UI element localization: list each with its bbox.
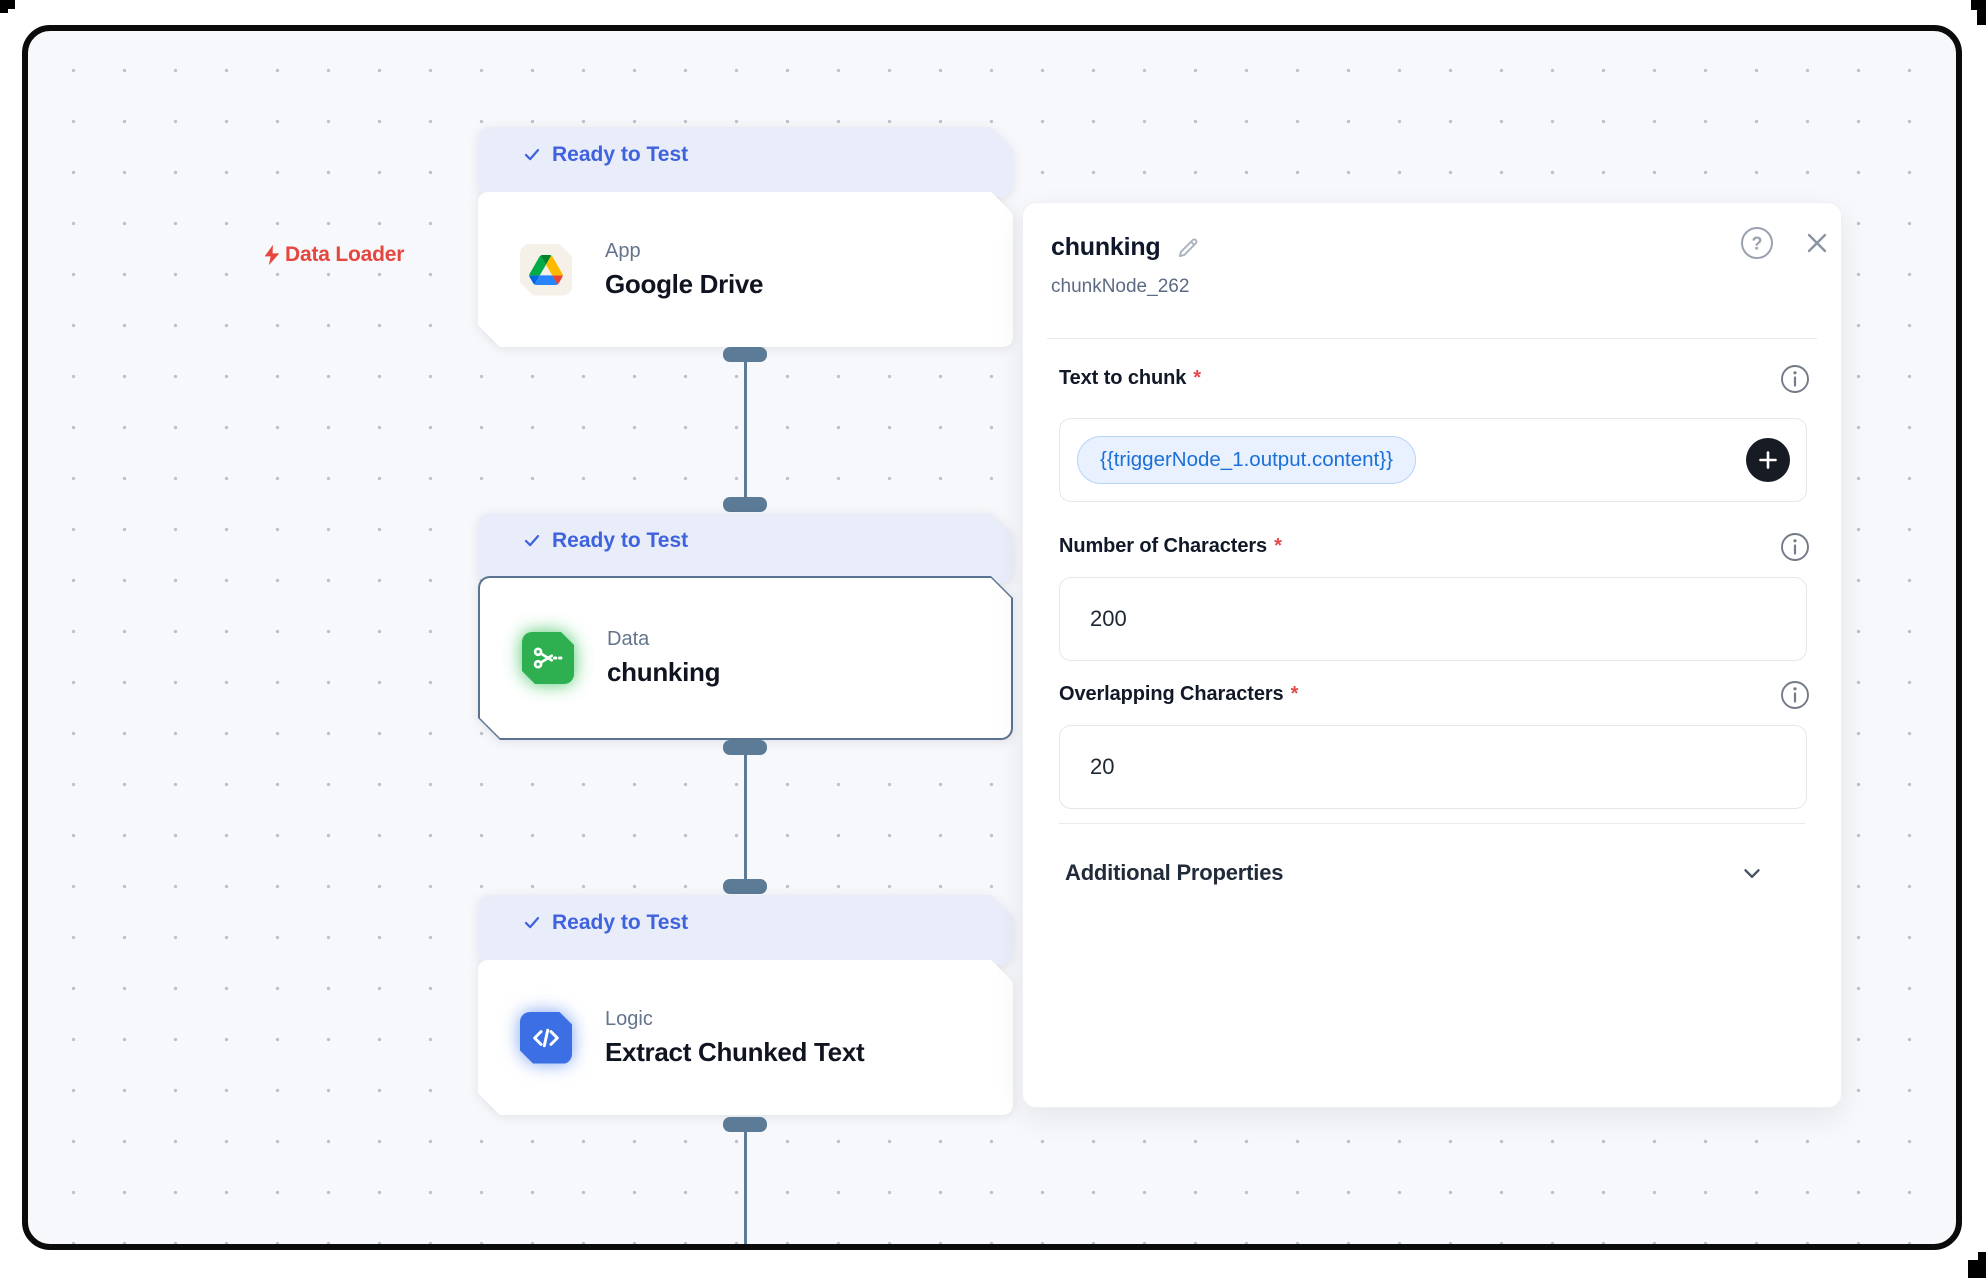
connector-1	[721, 347, 769, 513]
field-label-overlapping-characters: Overlapping Characters	[1059, 683, 1284, 705]
variable-pill[interactable]: {{triggerNode_1.output.content}}	[1077, 436, 1416, 484]
connection-line	[743, 355, 747, 506]
info-icon	[1781, 533, 1809, 561]
add-variable-button[interactable]	[1746, 438, 1790, 482]
plus-icon	[1759, 451, 1777, 469]
overlapping-characters-value: 20	[1090, 754, 1115, 779]
crop-mark-top-right	[1971, 0, 1986, 25]
connector-2	[721, 740, 769, 895]
status-badge-label: Ready to Test	[552, 911, 689, 934]
number-of-characters-value: 200	[1090, 606, 1127, 631]
status-badge-label: Ready to Test	[552, 143, 689, 166]
pencil-icon	[1178, 238, 1197, 257]
additional-properties-toggle[interactable]: Additional Properties	[1065, 851, 1805, 895]
required-asterisk: *	[1193, 367, 1202, 389]
node-chunking: Ready to Test	[478, 513, 1013, 743]
field-label-number-of-characters: Number of Characters	[1059, 535, 1268, 557]
lightning-icon	[264, 244, 280, 266]
connection-handle-target[interactable]	[723, 497, 767, 512]
group-label-text: Data Loader	[285, 243, 405, 266]
workflow-canvas: Data Loader Ready to Test	[22, 25, 1962, 1250]
connection-handle-source[interactable]	[723, 740, 767, 755]
group-label-data-loader: Data Loader	[261, 243, 404, 267]
info-icon	[1781, 365, 1809, 393]
panel-divider	[1047, 338, 1817, 339]
check-icon	[522, 146, 542, 164]
close-icon	[1807, 233, 1827, 253]
panel-title: chunking	[1051, 233, 1161, 261]
node-category: Data	[607, 628, 650, 650]
info-button[interactable]	[1779, 531, 1811, 563]
node-card-extract-chunked-text[interactable]: Logic Extract Chunked Text	[478, 960, 1013, 1115]
status-badge-label: Ready to Test	[552, 529, 689, 552]
close-button[interactable]	[1803, 229, 1831, 257]
info-button[interactable]	[1779, 363, 1811, 395]
node-extract-chunked-text: Ready to Test Logic Extract Chunked Text	[478, 895, 1013, 1115]
number-of-characters-input[interactable]: 200	[1059, 577, 1807, 661]
status-badge: Ready to Test	[478, 513, 1013, 583]
connection-line	[743, 748, 747, 888]
connection-handle-source[interactable]	[723, 347, 767, 362]
node-category: App	[605, 239, 641, 262]
edit-name-button[interactable]	[1175, 235, 1201, 261]
help-button[interactable]: ?	[1739, 225, 1775, 261]
node-title: Google Drive	[605, 268, 764, 299]
help-icon: ?	[1741, 227, 1773, 259]
node-title: chunking	[607, 657, 721, 687]
crop-mark-bottom-right	[1968, 1252, 1986, 1278]
check-icon	[522, 914, 542, 932]
info-button[interactable]	[1779, 679, 1811, 711]
node-category: Logic	[605, 1007, 653, 1030]
required-asterisk: *	[1274, 535, 1282, 557]
svg-text:?: ?	[1752, 234, 1763, 254]
connector-3	[721, 1117, 769, 1244]
node-card-chunking[interactable]: Data chunking	[478, 576, 1013, 740]
node-title: Extract Chunked Text	[605, 1036, 865, 1067]
status-badge: Ready to Test	[478, 895, 1013, 965]
info-icon	[1781, 681, 1809, 709]
status-badge: Ready to Test	[478, 127, 1013, 197]
connection-handle-target[interactable]	[723, 879, 767, 894]
additional-properties-label: Additional Properties	[1065, 860, 1284, 885]
scissors-icon	[522, 632, 574, 684]
crop-mark-top-left	[0, 0, 15, 13]
connection-line	[743, 1125, 747, 1244]
field-label-text-to-chunk: Text to chunk	[1059, 367, 1187, 389]
panel-divider	[1059, 823, 1805, 824]
google-drive-icon	[520, 244, 572, 296]
connection-handle-source[interactable]	[723, 1117, 767, 1132]
text-to-chunk-input[interactable]: {{triggerNode_1.output.content}}	[1059, 418, 1807, 502]
check-icon	[522, 532, 542, 550]
node-google-drive: Ready to Test	[478, 127, 1013, 347]
node-id: chunkNode_262	[1051, 276, 1190, 297]
node-card-google-drive[interactable]: App Google Drive	[478, 192, 1013, 347]
required-asterisk: *	[1290, 683, 1299, 705]
overlapping-characters-input[interactable]: 20	[1059, 725, 1807, 809]
code-icon	[520, 1012, 572, 1064]
chevron-down-icon	[1744, 869, 1760, 878]
node-config-panel: chunking chunkNode_262 ?	[1022, 202, 1842, 1108]
